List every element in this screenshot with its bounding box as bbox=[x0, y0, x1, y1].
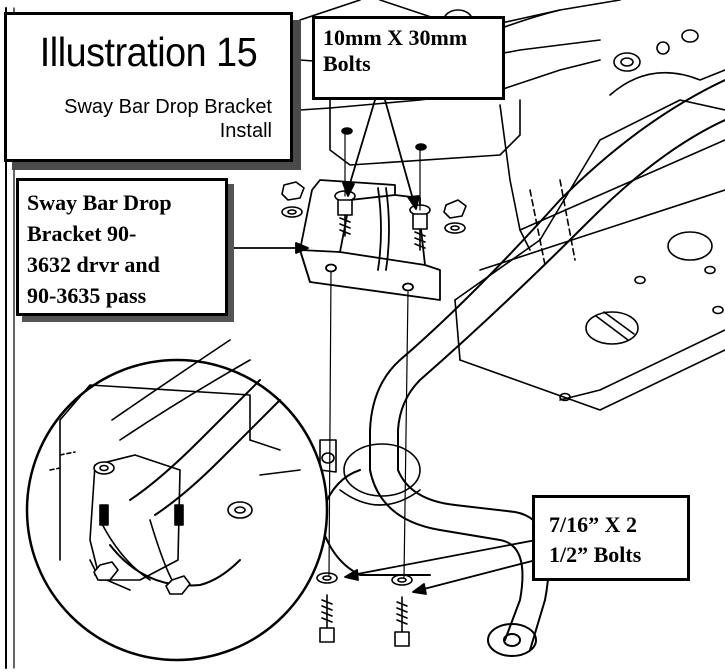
detail-inset bbox=[25, 339, 329, 662]
callout-line: Bolts bbox=[323, 51, 371, 76]
subtitle-line-1: Sway Bar Drop Bracket bbox=[64, 96, 272, 118]
callout-line: Bracket 90- bbox=[27, 221, 137, 246]
callout-line: Sway Bar Drop bbox=[27, 190, 172, 215]
callout-line: 3632 drvr and bbox=[27, 252, 160, 277]
alignment-lines bbox=[328, 131, 421, 578]
callout-line: 10mm X 30mm bbox=[323, 25, 468, 50]
callout-10mm-bolts: 10mm X 30mm Bolts bbox=[312, 16, 505, 100]
arrow-icon bbox=[225, 99, 537, 595]
callout-drop-bracket-text: Sway Bar Drop Bracket 90- 3632 drvr and … bbox=[27, 187, 227, 311]
callout-drop-bracket: Sway Bar Drop Bracket 90- 3632 drvr and … bbox=[16, 178, 228, 316]
illustration-subtitle: Sway Bar Drop Bracket Install bbox=[12, 95, 272, 143]
washer-icon bbox=[316, 572, 413, 647]
callout-line: 7/16” X 2 bbox=[549, 512, 637, 537]
illustration-title: Illustration 15 bbox=[39, 29, 258, 75]
callout-7-16-bolts-text: 7/16” X 2 1/2” Bolts bbox=[549, 510, 641, 570]
callout-line: 1/2” Bolts bbox=[549, 542, 642, 567]
sway-bar-bushing bbox=[319, 439, 421, 506]
callout-line: 90-3635 pass bbox=[27, 283, 147, 308]
nut-icon bbox=[281, 127, 467, 234]
title-panel: Illustration 15 Sway Bar Drop Bracket In… bbox=[4, 12, 293, 162]
callout-7-16-bolts: 7/16” X 2 1/2” Bolts bbox=[532, 495, 690, 581]
callout-10mm-bolts-text: 10mm X 30mm Bolts bbox=[323, 25, 467, 77]
subtitle-line-2: Install bbox=[219, 120, 272, 142]
